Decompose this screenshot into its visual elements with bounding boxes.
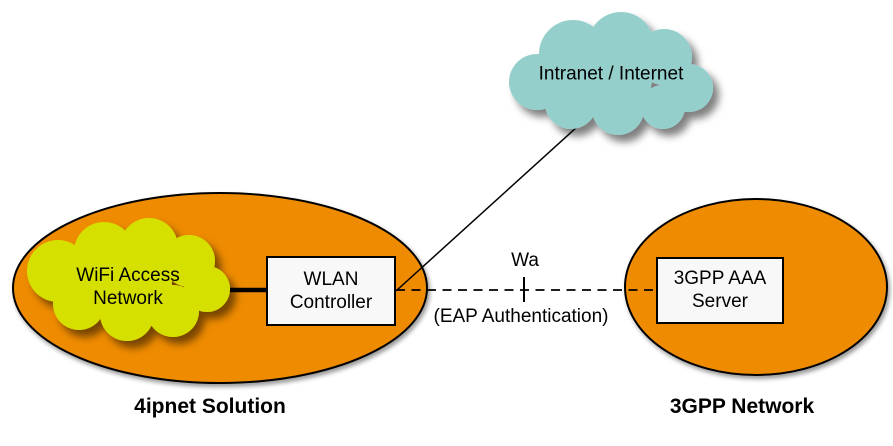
aaa-server-label: 3GPP AAA Server xyxy=(674,267,767,313)
aaa-server-label-line2: Server xyxy=(692,291,748,312)
wlan-controller-label-line1: WLAN xyxy=(303,269,359,290)
3gpp-network-caption: 3GPP Network xyxy=(669,395,815,418)
wa-interface-label: Wa xyxy=(511,250,539,271)
eap-authentication-label: (EAP Authentication) xyxy=(433,306,609,327)
wlan-controller-box xyxy=(266,256,396,326)
wlan-to-internet-link xyxy=(395,116,589,292)
wlan-controller-label-line2: Controller xyxy=(289,292,373,313)
wifi-cloud-label: WiFi Access Network xyxy=(76,264,179,310)
aaa-server-label-line1: 3GPP AAA xyxy=(673,268,767,289)
4ipnet-solution-caption: 4ipnet Solution xyxy=(134,395,286,418)
aaa-server-box xyxy=(656,257,784,324)
wifi-cloud-shape xyxy=(27,218,230,341)
internet-cloud-shape xyxy=(509,12,713,135)
internet-cloud-label: Intranet / Internet xyxy=(538,63,684,85)
wifi-cloud-label-line2: Network xyxy=(93,288,163,309)
wifi-cloud-label-line1: WiFi Access xyxy=(76,265,180,286)
wlan-controller-label: WLAN Controller xyxy=(290,268,372,314)
